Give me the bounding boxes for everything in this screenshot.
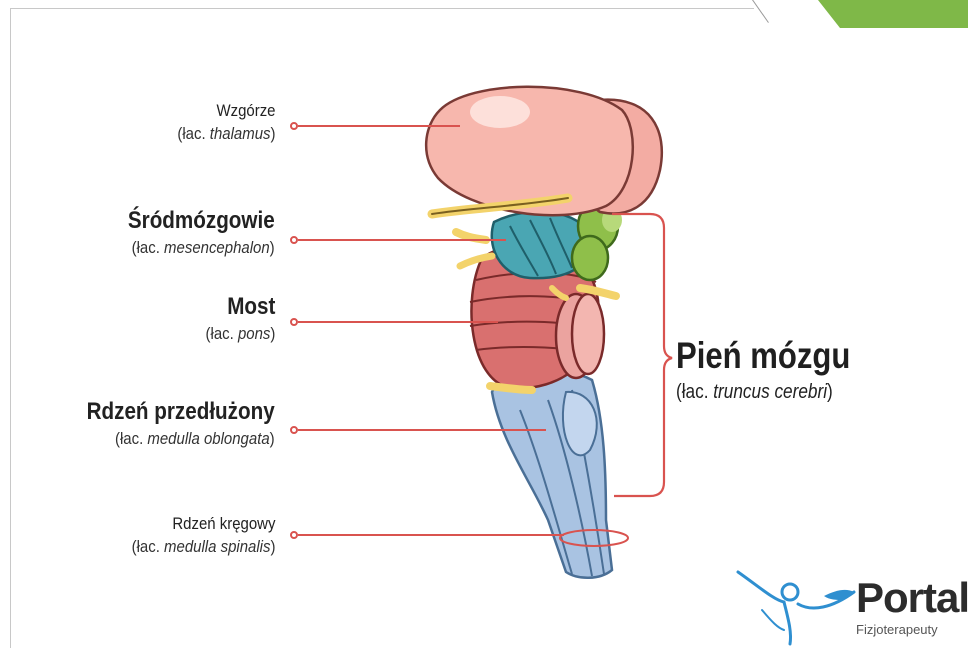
brainstem-name: Pień mózgu — [676, 335, 850, 377]
leader-dot-medulla — [291, 427, 297, 433]
brainstem-latin: (łac. truncus cerebri) — [676, 381, 855, 404]
label-thalamus: Wzgórze (łac. thalamus) — [164, 100, 276, 146]
leader-dot-thalamus — [291, 123, 297, 129]
brainstem-title: Pień mózgu (łac. truncus cerebri) — [676, 335, 884, 404]
label-mesencephalon-latin: (łac. mesencephalon) — [125, 237, 275, 260]
leader-dot-spinal — [291, 532, 297, 538]
label-thalamus-name: Wzgórze — [177, 100, 275, 123]
logo-subtitle: Fizjoterapeuty — [856, 622, 938, 637]
label-mesencephalon: Śródmózgowie (łac. mesencephalon) — [104, 205, 275, 260]
label-thalamus-latin: (łac. thalamus) — [177, 123, 275, 146]
leader-dot-pons — [291, 319, 297, 325]
label-pons: Most (łac. pons) — [196, 291, 275, 346]
label-spinal-cord-name: Rdzeń kręgowy — [131, 513, 275, 536]
label-pons-latin: (łac. pons) — [205, 323, 275, 346]
brainstem-bracket — [612, 214, 672, 496]
label-spinal-cord: Rdzeń kręgowy (łac. medulla spinalis) — [112, 513, 275, 559]
label-pons-name: Most — [207, 291, 275, 323]
thalamus-shape — [426, 87, 662, 215]
label-medulla-latin: (łac. medulla oblongata) — [83, 428, 275, 451]
label-spinal-cord-latin: (łac. medulla spinalis) — [131, 536, 275, 559]
leader-dot-mesencephalon — [291, 237, 297, 243]
label-mesencephalon-name: Śródmózgowie — [128, 205, 275, 237]
logo-wordmark: Portal — [856, 574, 968, 622]
label-medulla: Rdzeń przedłużony (łac. medulla oblongat… — [56, 396, 275, 451]
label-medulla-name: Rdzeń przedłużony — [87, 396, 275, 428]
